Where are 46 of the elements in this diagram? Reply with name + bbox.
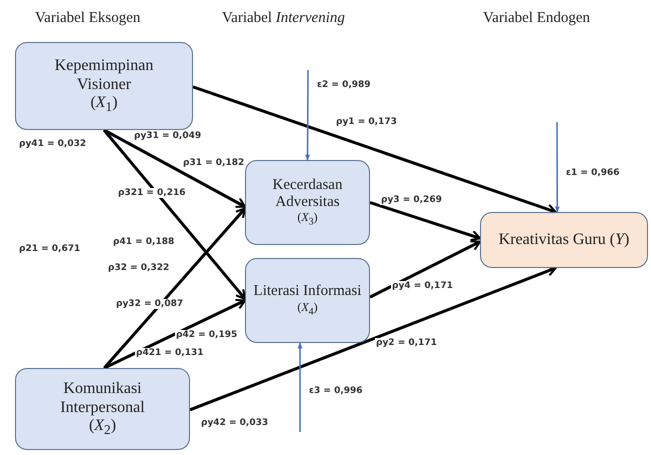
coefficient-label: ρy3 = 0,269 <box>380 195 443 205</box>
column-heading: Variabel Intervening <box>222 10 345 27</box>
variable-name: Kepemimpinan Visioner <box>54 57 154 94</box>
variable-name: Kreativitas Guru (Y) <box>498 230 630 250</box>
coefficient-label: ρ421 = 0,131 <box>135 348 205 358</box>
variable-symbol: (X$_{1}$) <box>90 94 118 115</box>
error-arrow <box>305 70 310 161</box>
coefficient-label: ρy31 = 0,049 <box>133 131 202 141</box>
error-arrow <box>554 122 560 213</box>
coefficient-label: ρy32 = 0,087 <box>115 299 184 309</box>
coefficient-label: ρ41 = 0,188 <box>112 237 176 247</box>
path-arrow <box>104 298 246 370</box>
column-heading: Variabel Eksogen <box>35 10 140 27</box>
path-arrow <box>370 201 482 242</box>
variable-symbol: (X$_{3}$) <box>297 211 318 228</box>
variable-symbol: (X$_{2}$) <box>88 417 116 438</box>
coefficient-label: ε1 = 0,966 <box>565 168 621 178</box>
coefficient-label: ρy2 = 0,171 <box>375 338 438 348</box>
coefficient-label: ρ321 = 0,216 <box>117 188 187 198</box>
variable-box <box>245 160 370 245</box>
outcome-box <box>480 212 648 268</box>
path-arrow <box>189 266 557 412</box>
variable-box <box>15 368 190 450</box>
variable-name: Literasi Informasi <box>254 283 362 301</box>
variable-symbol: (X$_{4}$) <box>297 300 318 318</box>
variable-box <box>245 258 370 343</box>
path-arrow <box>102 129 246 300</box>
variable-name: Kecerdasan Adversitas <box>272 176 344 212</box>
error-arrow <box>298 342 302 432</box>
coefficient-label: ρy4 = 0,171 <box>391 281 454 291</box>
coefficient-label: ε3 = 0,996 <box>308 386 364 396</box>
coefficient-label: ρy1 = 0,173 <box>335 117 398 127</box>
coefficient-label: ρ32 = 0,322 <box>107 263 170 273</box>
coefficient-label: ρ31 = 0,182 <box>182 158 246 168</box>
coefficient-label: ε2 = 0,989 <box>316 80 372 90</box>
path-arrow <box>103 128 246 208</box>
path-arrow <box>369 240 482 298</box>
coefficient-label: ρ21 = 0,671 <box>18 244 82 254</box>
coefficient-label: ρy42 = 0,033 <box>200 418 270 428</box>
coefficient-label: ρy41 = 0,032 <box>18 139 88 149</box>
column-heading: Variabel Endogen <box>483 10 590 27</box>
variable-box <box>15 42 193 130</box>
path-arrow <box>192 85 557 215</box>
coefficient-label: ρ42 = 0,195 <box>175 330 238 340</box>
variable-name: Komunikasi Interpersonal <box>59 380 146 418</box>
path-arrow <box>103 207 246 369</box>
